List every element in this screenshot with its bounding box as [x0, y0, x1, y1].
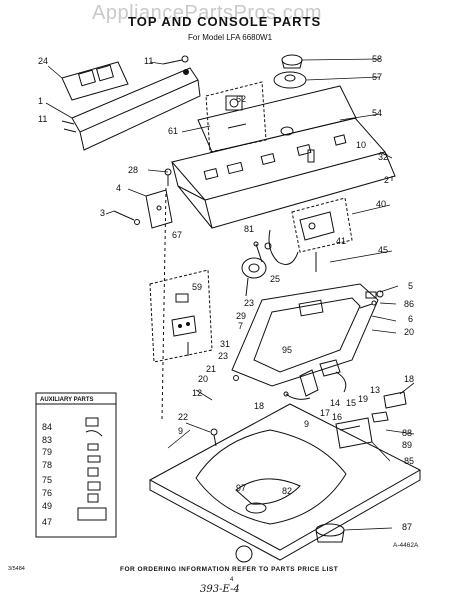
screw-20 [233, 375, 239, 381]
screw-25 [253, 241, 263, 263]
callout-9: 9 [304, 419, 310, 429]
part-pressure-switch-81 [264, 229, 299, 265]
callout-61: 61 [168, 126, 179, 136]
callout-45: 45 [378, 245, 389, 255]
leader-lines [45, 58, 415, 531]
part-lid-7 [231, 283, 379, 387]
page-title: TOP AND CONSOLE PARTS [128, 14, 322, 29]
part-panel-1 [71, 67, 201, 151]
callout-40: 40 [376, 199, 387, 209]
callout-2: 2 [384, 175, 390, 185]
screw-3 [113, 210, 140, 225]
callout-88: 88 [402, 428, 413, 438]
callout-95: 95 [282, 345, 293, 355]
callout-54: 54 [372, 108, 383, 118]
callout-20: 20 [404, 327, 415, 337]
screw-11-top [162, 55, 189, 65]
auxiliary-title: AUXILIARY PARTS [40, 397, 94, 403]
callout-5: 5 [408, 281, 414, 291]
aux-item: 78 [42, 459, 53, 470]
aux-item: 84 [42, 422, 53, 432]
part-clip-89 [371, 411, 389, 423]
callout-41: 41 [336, 236, 347, 246]
callout-28: 28 [128, 165, 139, 175]
callout-87: 87 [402, 522, 413, 532]
part-switch-40 [291, 197, 353, 272]
callout-29: 29 [236, 311, 247, 321]
aux-item: 49 [42, 500, 53, 511]
callout-10: 10 [356, 140, 367, 150]
handwritten-note: 393-E-4 [200, 584, 240, 595]
callout-81: 81 [244, 224, 255, 234]
aux-item: 79 [42, 447, 53, 458]
auxiliary-parts-box [35, 392, 117, 538]
screw-22 [210, 428, 218, 447]
part-wire-17 [283, 391, 311, 400]
part-hinge-86 [359, 300, 377, 309]
callout-16: 16 [332, 412, 343, 422]
callout-20: 20 [198, 374, 209, 384]
callout-14: 14 [330, 398, 341, 408]
callout-58: 58 [372, 54, 383, 64]
aux-item: 83 [42, 434, 53, 445]
aux-item: 76 [42, 487, 53, 498]
callout-1: 1 [38, 96, 44, 106]
guide-line-left [161, 187, 167, 421]
watermark-text: AppliancePartsPros.com [92, 2, 322, 24]
callout-24: 24 [38, 56, 49, 66]
callout-19: 19 [358, 394, 369, 404]
callout-89: 89 [402, 440, 413, 450]
callout-57: 57 [372, 72, 383, 82]
callout-9: 9 [178, 426, 184, 436]
callout-67: 67 [172, 230, 183, 240]
callout-17: 17 [320, 408, 331, 418]
callout-59: 59 [192, 282, 203, 292]
callout-4: 4 [116, 183, 122, 193]
callout-86: 86 [404, 299, 415, 309]
screw-11-left [61, 120, 77, 133]
part-nameplate-24 [61, 61, 129, 101]
aux-item: 75 [42, 475, 53, 486]
part-hinge-5 [365, 290, 384, 299]
callout-15: 15 [346, 398, 357, 408]
callout-11: 11 [144, 56, 154, 66]
part-cabinet-top-9 [148, 403, 422, 563]
callout-25: 25 [270, 274, 281, 284]
part-hinge-88 [383, 391, 407, 409]
callout-18: 18 [254, 401, 265, 411]
callout-62: 62 [236, 94, 247, 104]
callout-82: 82 [282, 486, 293, 496]
ordering-note: FOR ORDERING INFORMATION REFER TO PARTS … [120, 566, 339, 573]
callout-85: 85 [404, 456, 415, 466]
callout-23: 23 [244, 298, 255, 308]
callout-12: 12 [192, 388, 203, 398]
part-motor-23 [241, 257, 267, 297]
callout-18: 18 [404, 374, 415, 384]
model-subtitle: For Model LFA 6680W1 [188, 33, 273, 42]
page-number: 4 [230, 577, 234, 583]
callout-13: 13 [370, 385, 381, 395]
callout-7: 7 [238, 321, 244, 331]
callout-97: 97 [236, 483, 247, 493]
aux-item: 47 [42, 517, 53, 528]
auxiliary-list: 84 83 79 78 75 76 49 47 [42, 421, 52, 529]
callout-3: 3 [100, 208, 106, 218]
callout-21: 21 [206, 364, 217, 374]
document-code: 3/5484 [8, 566, 25, 572]
callout-22: 22 [178, 412, 189, 422]
part-timer-62 [205, 81, 267, 153]
callout-32: 32 [378, 152, 389, 162]
diagram-id: A-4462A [393, 542, 419, 549]
part-lid-switch-13 [299, 359, 347, 397]
callout-23: 23 [218, 351, 229, 361]
part-bracket-4 [145, 189, 173, 229]
callout-11: 11 [38, 114, 48, 124]
callout-31: 31 [220, 339, 231, 349]
callout-6: 6 [408, 314, 414, 324]
part-switch-59 [149, 269, 213, 363]
